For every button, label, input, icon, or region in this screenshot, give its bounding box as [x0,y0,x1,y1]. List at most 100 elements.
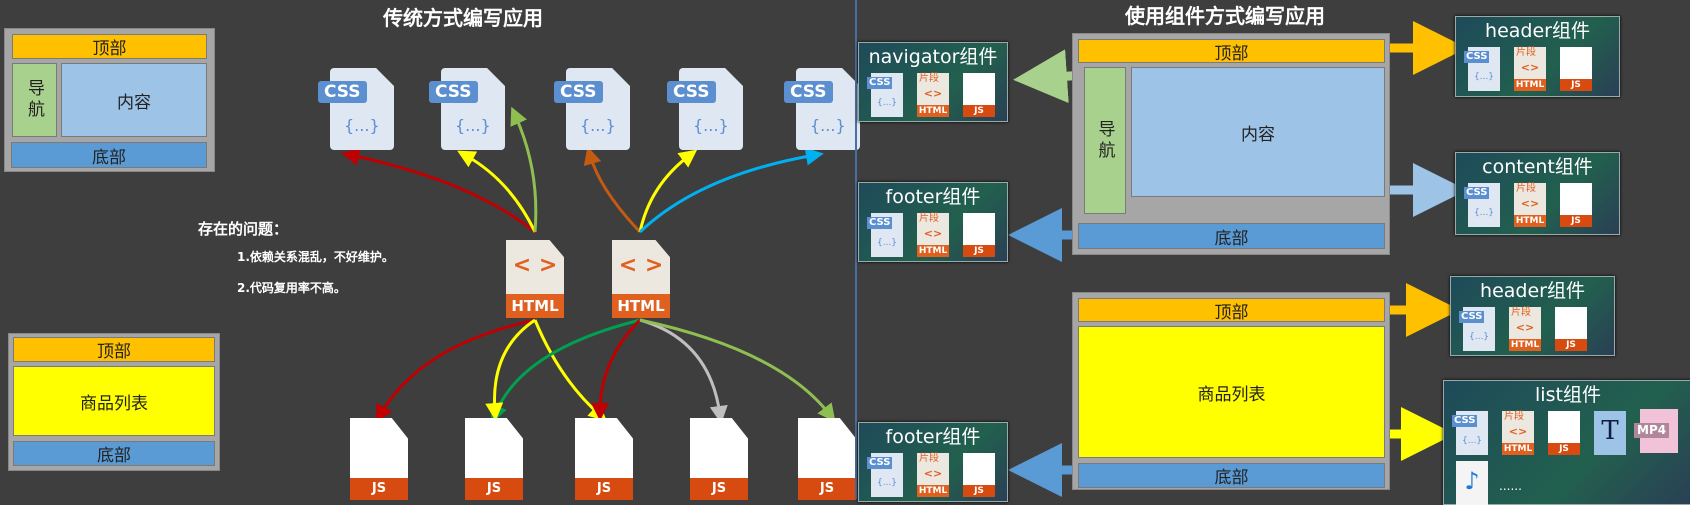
more-files-text: ...... [1499,479,1522,493]
css-label: CSS [867,77,893,89]
html-label: HTML [917,105,949,117]
card-title: footer组件 [885,426,981,448]
html-fragment-icon: 片段 <> HTML [1514,183,1546,227]
layout-nav: 导航 [12,63,57,137]
layout-product-list: 商品列表 [1078,326,1385,458]
layout-product-list: 商品列表 [13,366,215,436]
css-brace: {...} [877,478,898,488]
css-brace: {...} [1474,72,1495,82]
js-file-icon: JS [1555,307,1587,351]
css-label: CSS [867,217,893,229]
content-component-card: content组件 CSS {...} 片段 <> HTML JS [1455,152,1620,235]
layout-top: 顶部 [1078,298,1385,323]
ttf-font-icon: T [1594,411,1626,455]
arrow [583,146,642,234]
layout-nav: 导航 [1084,67,1126,214]
html-fragment-icon: 片段 <> HTML [1509,307,1541,351]
css-brace: {...} [877,238,898,248]
layout-footer: 底部 [11,142,207,168]
css-file-icon: CSS{...} [667,68,741,154]
fragment-label: 片段 [919,453,939,464]
js-label: JS [1560,79,1592,91]
arrow [638,147,824,234]
arrow [485,318,536,421]
code-glyph: <> [1520,61,1540,74]
mp3-file-icon: ♪ [1456,461,1488,505]
css-brace: {...} [1474,208,1495,218]
code-glyph: <> [1515,321,1535,334]
problem-item: 1.依赖关系混乱，不好维护。 [237,250,394,264]
card-title: list组件 [1535,384,1601,406]
layout-top: 顶部 [12,34,207,59]
arrow [638,149,698,233]
arrow [341,148,536,234]
css-label: CSS [867,457,893,469]
html-fragment-icon: 片段<>HTML [917,453,949,497]
js-label: JS [1560,215,1592,227]
js-file-icon: JS [1560,47,1592,91]
css-label: CSS [1459,311,1485,323]
layout-footer: 底部 [1078,463,1385,488]
right-title: 使用组件方式编写应用 [1125,4,1325,28]
html-label: HTML [1509,339,1541,351]
card-title: header组件 [1485,20,1590,42]
code-glyph: <> [923,467,943,480]
css-file-icon: CSS{...} [1452,411,1488,455]
code-glyph: <> [1520,197,1540,210]
layout-footer: 底部 [13,441,215,466]
js-label: JS [1555,339,1587,351]
code-glyph: <> [1508,425,1528,438]
card-title: content组件 [1482,156,1593,178]
html-fragment-icon: 片段<>HTML [1514,47,1546,91]
fragment-label: 片段 [1511,307,1531,318]
html-fragment-icon: 片段 <> HTML [917,73,949,117]
js-file-icon: JS [1548,411,1580,455]
css-file-icon: CSS {...} [867,453,903,497]
component-layout: 顶部 导航 内容 底部 [1072,33,1390,255]
js-file-icon: JS [963,213,995,257]
css-label: CSS [1464,51,1490,63]
divider [855,0,857,499]
js-file-icon: JS [465,418,523,500]
layout-content: 内容 [1131,67,1385,197]
css-file-icon: CSS {...} [1464,47,1500,91]
html-label: HTML [917,245,949,257]
traditional-layout: 顶部 导航 内容 底部 [4,28,215,172]
css-file-icon: CSS {...} [867,213,903,257]
js-label: JS [963,245,995,257]
left-title: 传统方式编写应用 [383,6,543,30]
code-glyph: <> [923,227,943,240]
js-file-icon: JS [690,418,748,500]
css-file-icon: CSS {...} [1464,183,1500,227]
html-file-icon: < >HTML [506,240,564,318]
arrow [639,318,728,424]
layout-top: 顶部 [1078,39,1385,64]
html-label: HTML [1514,215,1546,227]
css-label: CSS [1464,187,1490,199]
mp4-file-icon: MP4 [1634,409,1678,453]
fragment-label: 片段 [1516,47,1536,58]
layout-footer: 底部 [1078,223,1385,249]
css-file-icon: CSS{...} [784,68,858,154]
arrow [510,106,538,233]
js-file-icon: JS [350,418,408,500]
css-file-icon: CSS{...} [318,68,392,154]
card-title: header组件 [1480,280,1585,302]
css-file-icon: CSS{...} [429,68,503,154]
arrow [591,318,642,421]
fragment-label: 片段 [1504,411,1524,422]
css-brace: {...} [1469,332,1490,342]
fragment-label: 片段 [919,73,939,84]
code-glyph: <> [923,87,943,100]
html-fragment-icon: 片段<>HTML [1502,411,1534,455]
css-label: CSS [1452,415,1478,427]
js-label: JS [963,485,995,497]
fragment-label: 片段 [1516,183,1536,194]
card-title: footer组件 [885,186,981,208]
